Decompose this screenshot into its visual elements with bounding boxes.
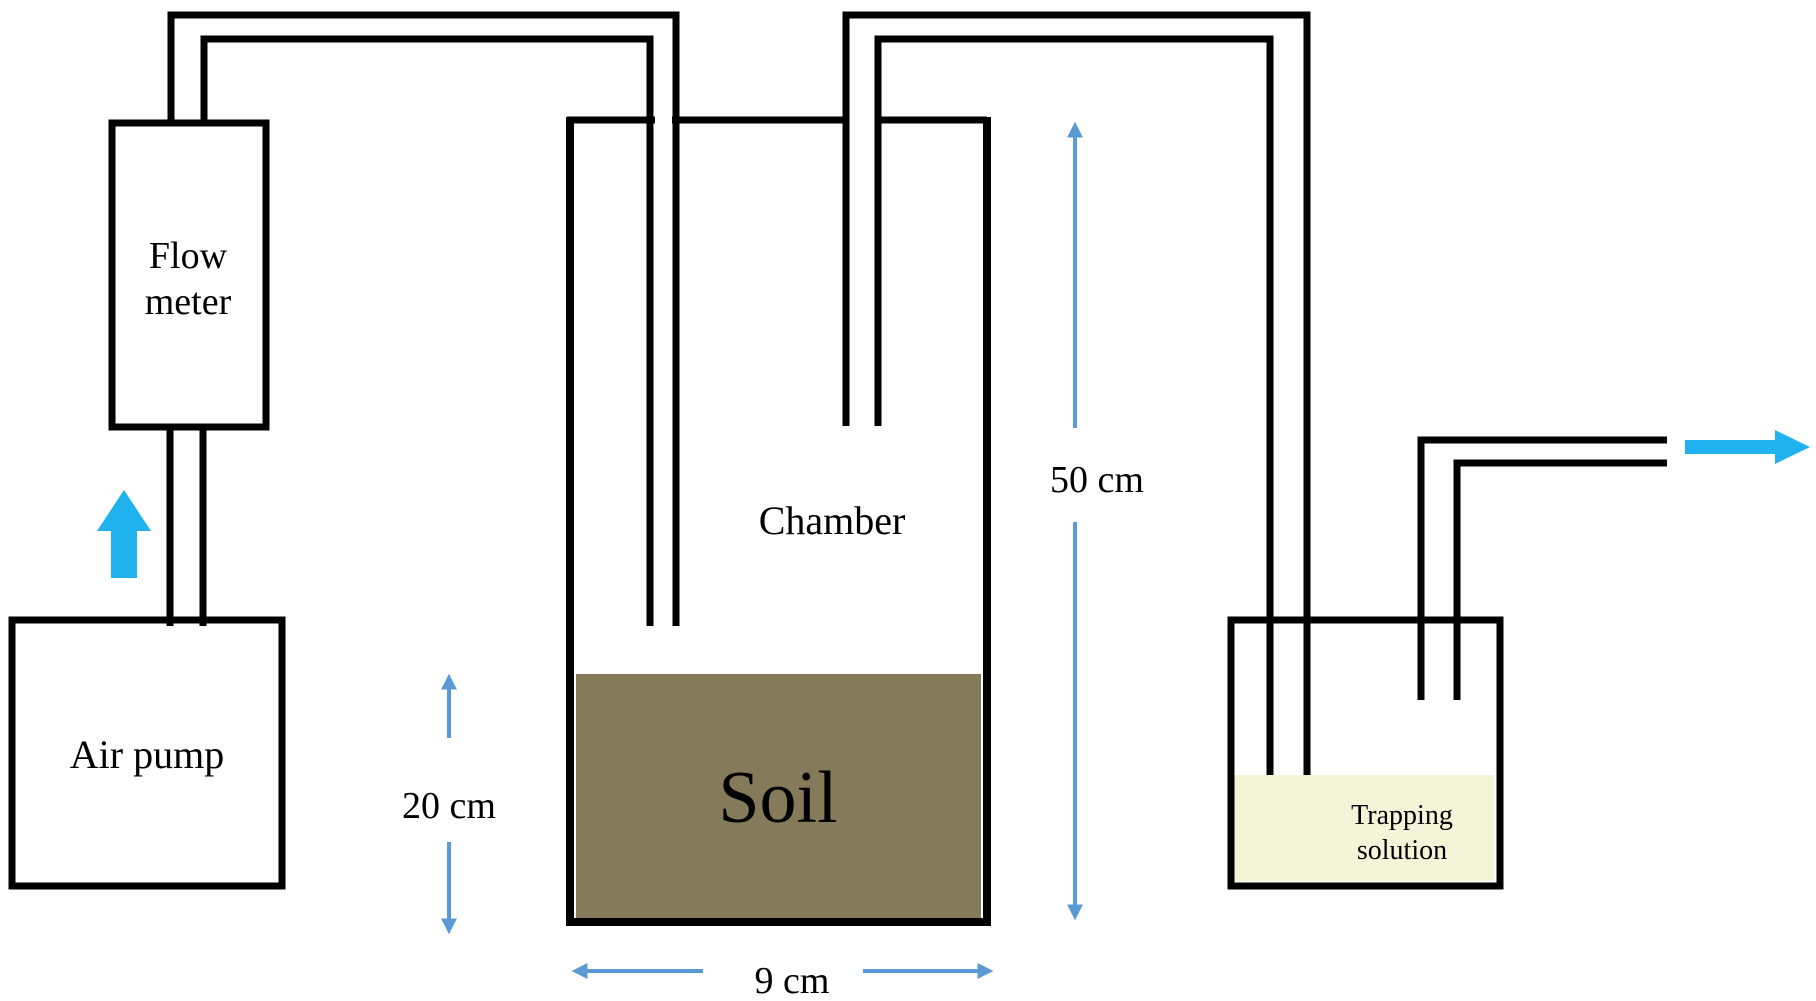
arrow-right-icon: [1685, 430, 1810, 464]
soil-label: Soil: [718, 757, 837, 839]
soil-layer: [576, 674, 981, 918]
outlet-pipe-inner: [874, 35, 1274, 830]
trapping-solution-label-line2: solution: [1357, 835, 1447, 866]
trapping-bottle: [1227, 616, 1504, 890]
trapping-solution-fill: [1234, 775, 1494, 881]
outlet-pipe-outer: [842, 11, 1311, 830]
flow-meter-label-line2: meter: [145, 281, 232, 323]
air-pump-label: Air pump: [70, 732, 224, 777]
inlet-pipe-outer: [167, 11, 680, 626]
flow-meter-box: [108, 119, 270, 431]
width-9cm-label: 9 cm: [755, 960, 830, 1001]
exhaust-pipe-outer: [1417, 436, 1667, 700]
height-20cm-label: 20 cm: [402, 785, 496, 827]
flow-meter-label-line1: Flow: [149, 235, 228, 277]
exhaust-pipe-inner: [1453, 459, 1667, 700]
trapping-solution-label-line1: Trapping: [1351, 800, 1453, 831]
air-pump-box: [8, 616, 286, 890]
inlet-pipe-inner: [200, 35, 654, 626]
chamber-walls: [566, 117, 991, 926]
arrow-up-icon: [97, 490, 151, 578]
chamber-label: Chamber: [759, 498, 906, 543]
height-50cm-label: 50 cm: [1050, 459, 1144, 501]
